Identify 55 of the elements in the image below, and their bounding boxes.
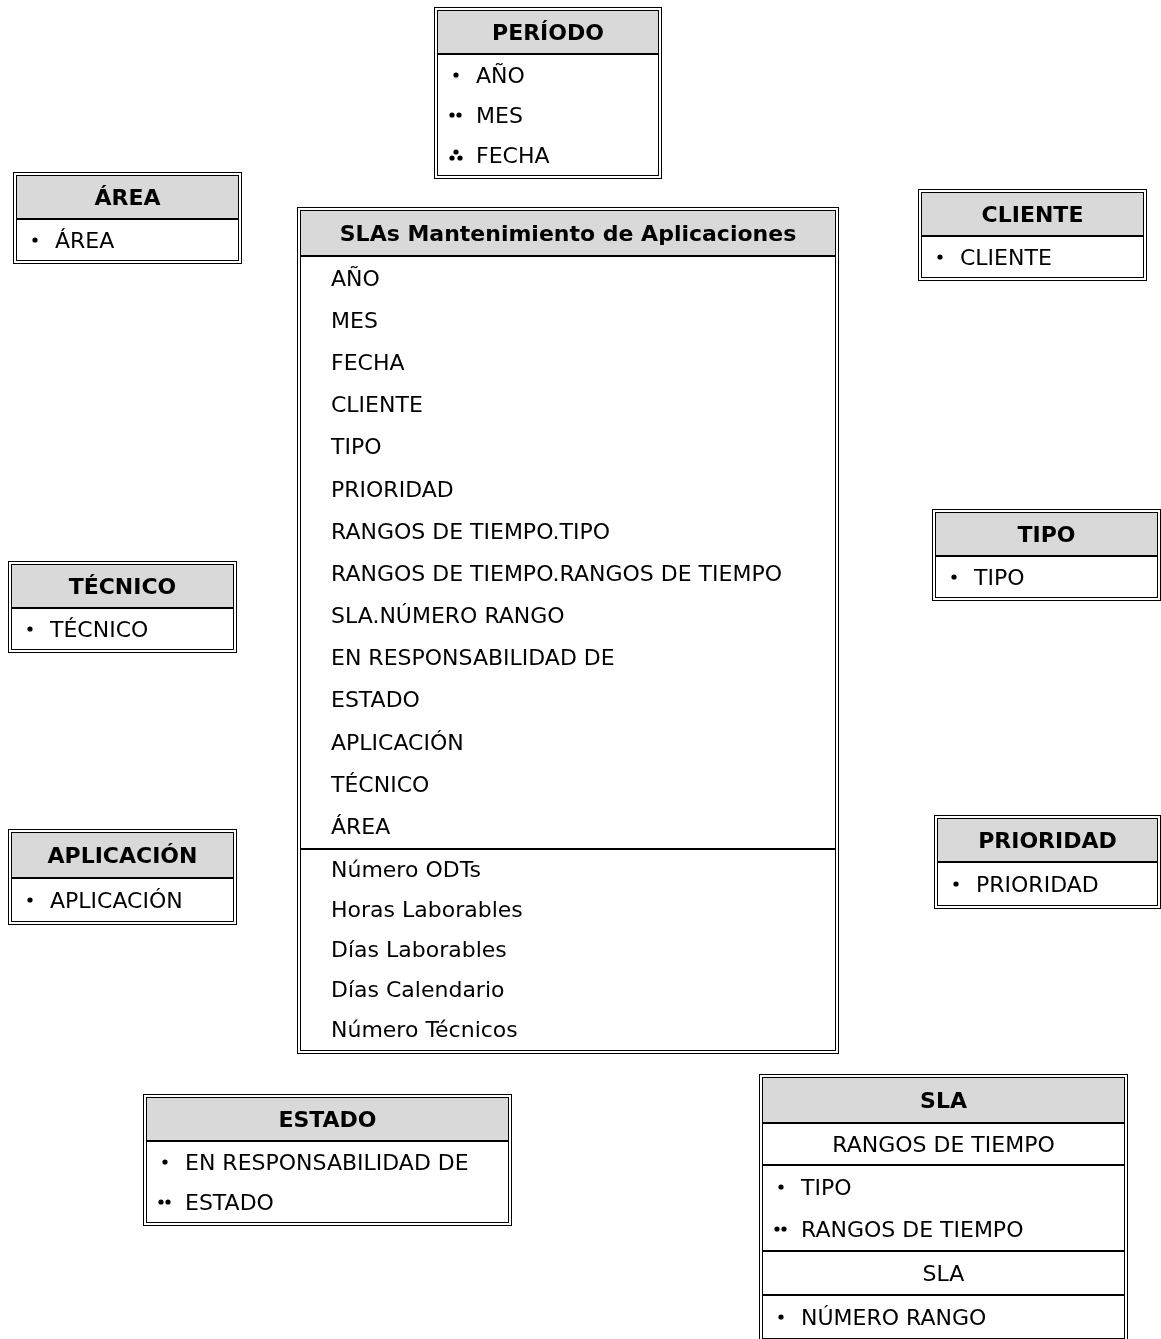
dimension-table <box>932 509 1161 601</box>
dimension-table <box>13 172 242 264</box>
table <box>759 1074 1128 1339</box>
dimension-table <box>934 815 1161 909</box>
field-name: FECHA <box>331 349 405 375</box>
field-name: Número ODTs <box>331 857 481 883</box>
table <box>297 207 839 1054</box>
field-name: TIPO <box>974 564 1025 590</box>
table-title: SLAs Mantenimiento de Aplicaciones <box>339 220 797 246</box>
table-title: APLICACIÓN <box>47 842 198 868</box>
field-name: ESTADO <box>331 687 420 713</box>
field-name: APLICACIÓN <box>331 729 464 755</box>
field-name: AÑO <box>331 265 380 291</box>
field-name: RANGOS DE TIEMPO <box>801 1216 1024 1242</box>
dimension-table <box>918 189 1147 281</box>
field-name: Días Laborables <box>331 937 507 963</box>
table-title: ESTADO <box>278 1106 377 1132</box>
dimension-table <box>8 829 237 925</box>
field-name: PRIORIDAD <box>976 871 1099 897</box>
field-name: TIPO <box>331 434 382 460</box>
field-name: EN RESPONSABILIDAD DE <box>185 1149 469 1175</box>
field-name: MES <box>331 307 378 333</box>
field-name: Número Técnicos <box>331 1017 518 1043</box>
field-name: CLIENTE <box>331 392 423 418</box>
field-name: AÑO <box>476 62 525 88</box>
dimension-table <box>143 1094 512 1226</box>
field-name: SLA.NÚMERO RANGO <box>331 603 565 629</box>
table-title: SLA <box>920 1087 967 1113</box>
field-name: APLICACIÓN <box>50 887 183 913</box>
field-name: EN RESPONSABILIDAD DE <box>331 645 615 671</box>
field-name: TÉCNICO <box>331 771 430 797</box>
field-name: FECHA <box>476 142 550 168</box>
field-name: ÁREA <box>331 814 391 840</box>
table-title: PRIORIDAD <box>978 827 1117 853</box>
field-name: CLIENTE <box>960 244 1052 270</box>
section-title: RANGOS DE TIEMPO <box>832 1131 1055 1157</box>
field-name: ÁREA <box>55 227 115 253</box>
section-title: SLA <box>922 1260 965 1286</box>
dimension-table <box>434 7 662 179</box>
field-name: TÉCNICO <box>50 616 149 642</box>
field-name: Horas Laborables <box>331 897 523 923</box>
field-name: NÚMERO RANGO <box>801 1304 987 1330</box>
field-name: RANGOS DE TIEMPO.RANGOS DE TIEMPO <box>331 560 782 586</box>
field-name: Días Calendario <box>331 977 505 1003</box>
field-name: PRIORIDAD <box>331 476 454 502</box>
table-title: TÉCNICO <box>68 573 177 599</box>
table-title: PERÍODO <box>492 19 604 45</box>
field-name: MES <box>476 102 523 128</box>
table-title: CLIENTE <box>981 201 1084 227</box>
table-title: ÁREA <box>94 184 161 210</box>
field-name: TIPO <box>801 1174 852 1200</box>
table-title: TIPO <box>1017 521 1076 547</box>
field-name: RANGOS DE TIEMPO.TIPO <box>331 518 611 544</box>
dimension-table <box>8 561 237 653</box>
field-name: ESTADO <box>185 1189 274 1215</box>
